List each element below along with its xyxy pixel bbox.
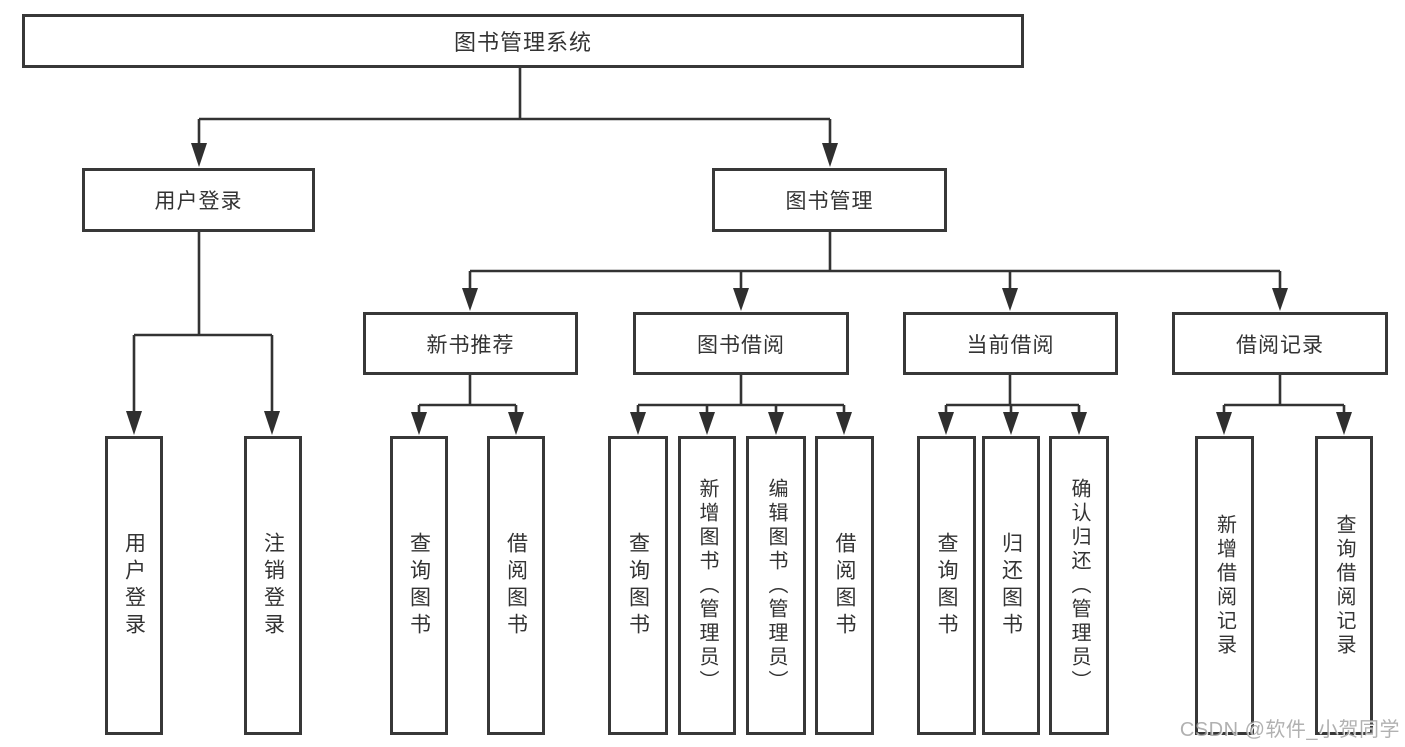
leaf-records-add-record: 新增借阅记录 bbox=[1195, 436, 1254, 735]
node-current-borrow-label: 当前借阅 bbox=[966, 333, 1055, 357]
leaf-newbooks-borrow-book: 借阅图书 bbox=[487, 436, 545, 735]
node-new-book-recommend-label: 新书推荐 bbox=[426, 333, 515, 357]
leaf-current-return-book: 归还图书 bbox=[982, 436, 1040, 735]
leaf-borrow-edit-book-admin: 编辑图书（管理员） bbox=[746, 436, 806, 735]
leaf-borrow-edit-book-admin-label: 编辑图书（管理员） bbox=[765, 477, 787, 694]
leaf-records-add-record-label: 新增借阅记录 bbox=[1213, 513, 1236, 658]
node-borrow-records-label: 借阅记录 bbox=[1236, 333, 1324, 357]
leaf-newbooks-borrow-book-label: 借阅图书 bbox=[504, 531, 528, 640]
node-book-management-label: 图书管理 bbox=[785, 190, 874, 213]
leaf-logout-label: 注销登录 bbox=[261, 531, 285, 640]
leaf-logout: 注销登录 bbox=[244, 436, 302, 735]
leaf-borrow-add-book-admin: 新增图书（管理员） bbox=[678, 436, 736, 735]
leaf-newbooks-query-book-label: 查询图书 bbox=[407, 531, 431, 640]
arrowheads bbox=[126, 143, 1352, 435]
connector-lines bbox=[132, 68, 1346, 414]
leaf-user-login: 用户登录 bbox=[105, 436, 163, 735]
node-root-label: 图书管理系统 bbox=[453, 30, 592, 55]
leaf-borrow-query-book-label: 查询图书 bbox=[626, 531, 650, 640]
node-new-book-recommend: 新书推荐 bbox=[363, 312, 578, 375]
leaf-records-query-record-label: 查询借阅记录 bbox=[1333, 513, 1355, 658]
csdn-watermark: CSDN @软件_小贺同学 bbox=[1179, 719, 1400, 741]
leaf-records-query-record: 查询借阅记录 bbox=[1315, 436, 1373, 735]
node-root-system: 图书管理系统 bbox=[22, 14, 1024, 68]
leaf-borrow-add-book-admin-label: 新增图书（管理员） bbox=[696, 477, 718, 694]
leaf-borrow-borrow-book: 借阅图书 bbox=[815, 436, 874, 735]
leaf-borrow-query-book: 查询图书 bbox=[608, 436, 668, 735]
node-current-borrow: 当前借阅 bbox=[903, 312, 1118, 375]
node-book-management: 图书管理 bbox=[712, 168, 947, 232]
node-user-login: 用户登录 bbox=[82, 168, 315, 232]
node-borrow-records: 借阅记录 bbox=[1172, 312, 1388, 375]
leaf-current-confirm-return-admin: 确认归还（管理员） bbox=[1049, 436, 1109, 735]
leaf-current-confirm-return-admin-label: 确认归还（管理员） bbox=[1068, 477, 1090, 694]
leaf-current-query-book-label: 查询图书 bbox=[935, 531, 958, 640]
leaf-newbooks-query-book: 查询图书 bbox=[390, 436, 448, 735]
leaf-borrow-borrow-book-label: 借阅图书 bbox=[833, 531, 856, 640]
node-user-login-label: 用户登录 bbox=[154, 190, 243, 213]
node-book-borrow-label: 图书借阅 bbox=[697, 333, 785, 357]
leaf-user-login-label: 用户登录 bbox=[122, 531, 146, 640]
leaf-current-return-book-label: 归还图书 bbox=[999, 531, 1023, 640]
node-book-borrow: 图书借阅 bbox=[633, 312, 849, 375]
leaf-current-query-book: 查询图书 bbox=[917, 436, 976, 735]
